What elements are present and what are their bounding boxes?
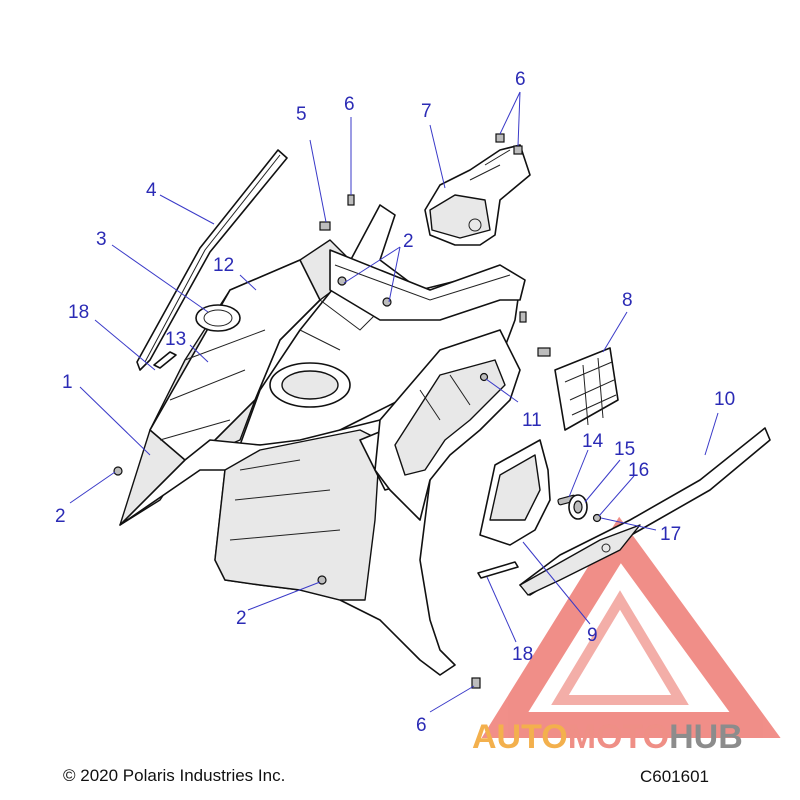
callout-5: 5 — [296, 104, 307, 125]
central-shroud — [239, 204, 521, 446]
callout-1: 1 — [62, 372, 73, 393]
callout-3: 3 — [96, 229, 107, 250]
rear-frame-rail — [329, 249, 526, 321]
part-14-15-16-fasteners — [557, 494, 602, 523]
callout-14: 14 — [582, 431, 604, 452]
callout-16: 16 — [628, 460, 649, 481]
callout-13: 13 — [165, 329, 186, 350]
callout-6-top-right: 6 — [515, 69, 526, 90]
parts-illustration — [113, 133, 771, 689]
callout-4: 4 — [146, 180, 157, 201]
callout-2-bottom: 2 — [236, 608, 247, 629]
part-18-rod-right — [477, 561, 519, 579]
diagram-code: C601601 — [640, 767, 709, 786]
callout-9: 9 — [587, 625, 598, 646]
part-7-housing — [424, 144, 531, 246]
part-4-trim-rail — [136, 149, 288, 371]
part-10-step-strip — [519, 427, 771, 596]
callout-18-bottom: 18 — [512, 644, 533, 665]
callout-6-top-center: 6 — [344, 94, 355, 115]
callout-6-bottom: 6 — [416, 715, 427, 736]
svg-text:AUTOMOTOHUB: AUTOMOTOHUB — [472, 718, 743, 756]
callout-10: 10 — [714, 389, 735, 410]
callout-labels: 1 2 2 2 3 4 5 6 6 6 7 8 9 10 11 12 13 14… — [55, 69, 735, 736]
watermark-logo — [481, 516, 781, 738]
watermark-moto: MOTO — [568, 718, 669, 756]
part-8-vent-grille — [554, 347, 619, 431]
callout-15: 15 — [614, 439, 635, 460]
part-9-side-cover — [479, 439, 551, 546]
leader-lines — [69, 91, 719, 713]
callout-17: 17 — [660, 524, 681, 545]
watermark-text: AUTOMOTOHUB — [472, 718, 743, 756]
watermark-auto: AUTO — [472, 718, 568, 756]
callout-18-left: 18 — [68, 302, 89, 323]
callout-2-top: 2 — [403, 231, 414, 252]
callout-8: 8 — [622, 290, 633, 311]
callout-2-left: 2 — [55, 506, 66, 527]
callout-7: 7 — [421, 101, 432, 122]
part-18-rod-left — [153, 351, 177, 369]
callout-12: 12 — [213, 255, 234, 276]
copyright-notice: © 2020 Polaris Industries Inc. — [63, 766, 285, 785]
callout-11: 11 — [522, 410, 542, 431]
watermark-hub: HUB — [669, 718, 743, 756]
